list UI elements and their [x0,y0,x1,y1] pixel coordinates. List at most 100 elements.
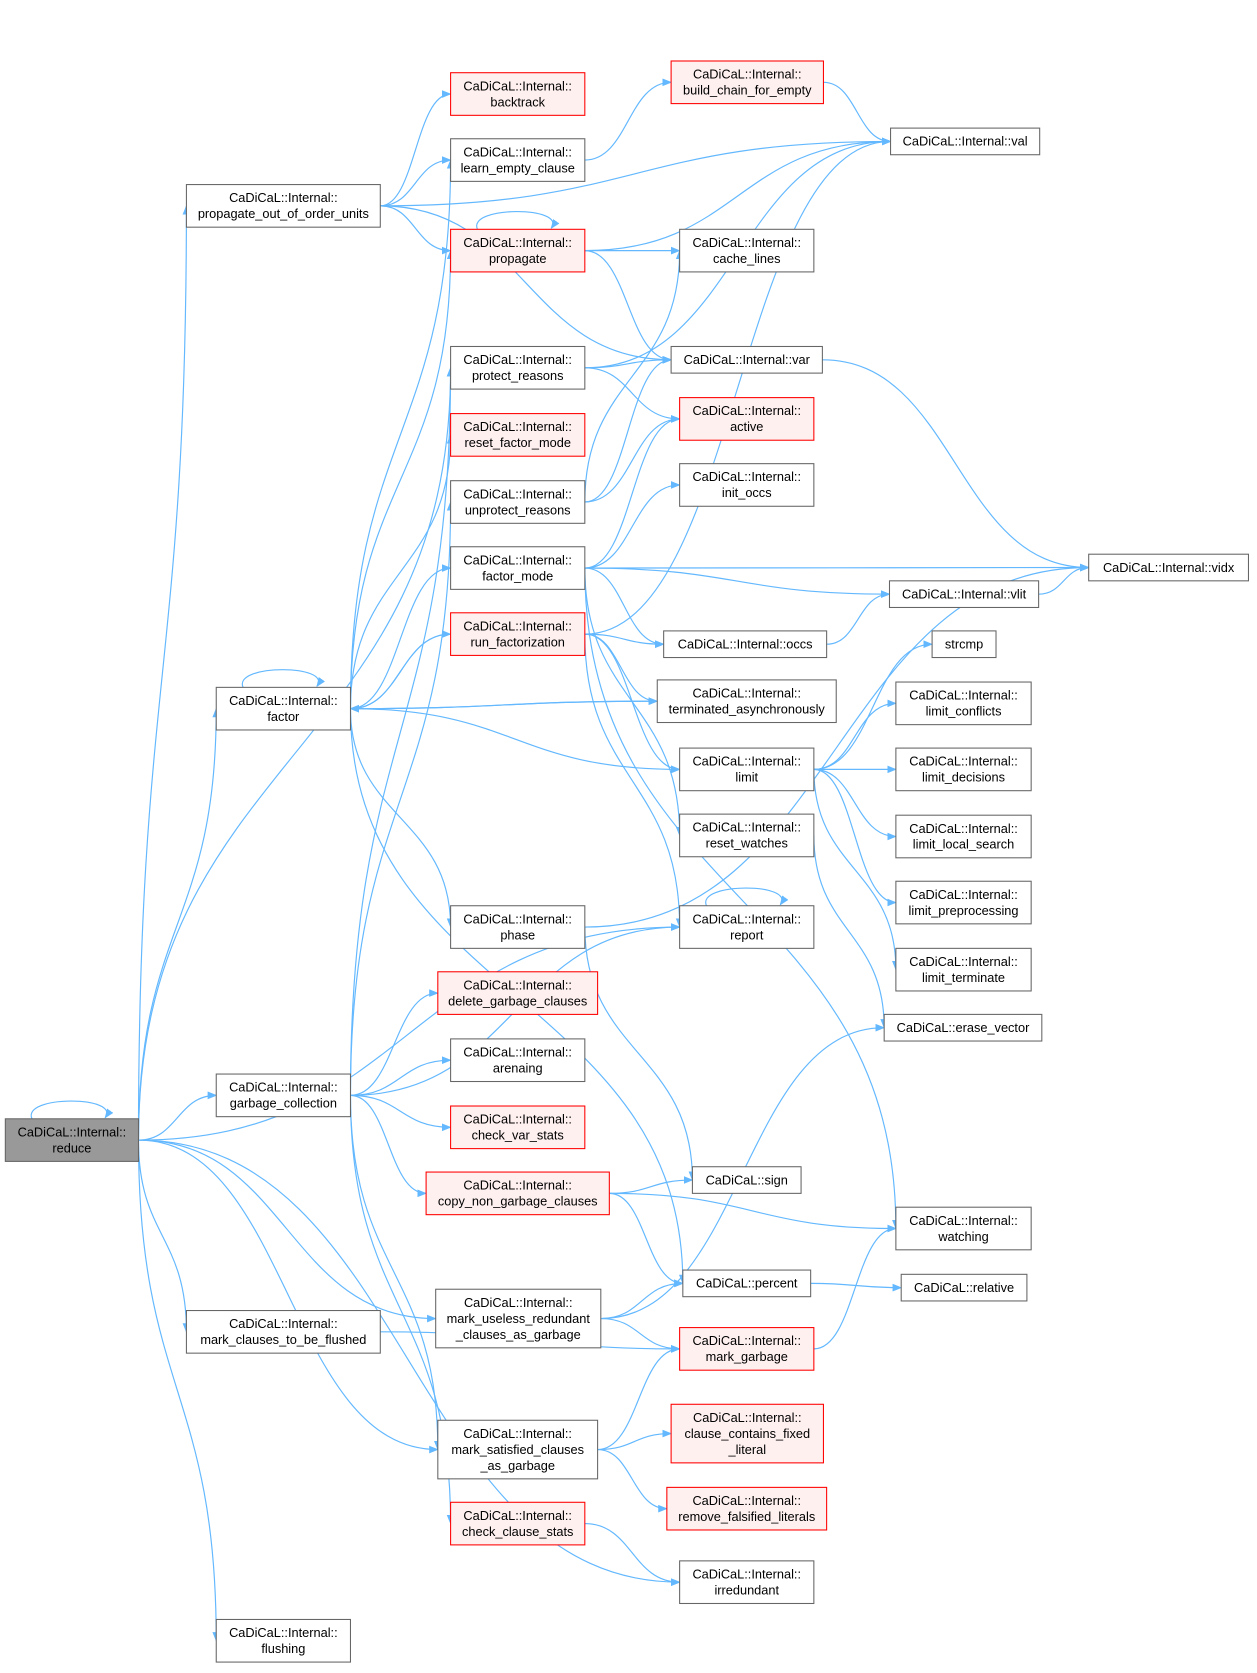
node-box [670,1403,824,1464]
edge-limit-to-limconf [813,699,897,770]
node-box [682,1269,812,1298]
edge-gc-to-unprotect [349,501,455,1096]
node-box [450,1501,586,1546]
node-init-occs[interactable]: CaDiCaL::Internal::init_occs [679,463,815,507]
node-box [450,905,586,949]
node-mark-useless-redundant-clauses-as-garbage[interactable]: CaDiCaL::Internal::mark_useless_redundan… [435,1288,602,1349]
node-box [691,1166,802,1194]
node-propagate-out-of-order-units[interactable]: CaDiCaL::Internal::propagate_out_of_orde… [185,184,381,228]
node-reset-factor-mode[interactable]: CaDiCaL::Internal::reset_factor_mode [450,413,586,457]
node-box [656,679,837,724]
node-backtrack[interactable]: CaDiCaL::Internal::backtrack [450,72,586,116]
node-unprotect-reasons[interactable]: CaDiCaL::Internal::unprotect_reasons [450,480,586,524]
node-box [679,463,815,507]
node-box [185,184,381,228]
node-limit-terminate[interactable]: CaDiCaL::Internal::limit_terminate [895,947,1032,992]
edge-limit-to-limls [813,768,897,841]
node-box [670,60,824,105]
edge-reduce-to-mctbf [137,1140,191,1333]
node-watching[interactable]: CaDiCaL::Internal::watching [895,1206,1032,1251]
edge-copyng-to-percent [609,1192,684,1288]
node-label: CaDiCaL::Internal::phase [463,911,572,942]
node-label-line: CaDiCaL::Internal:: [463,1044,572,1059]
node-active[interactable]: CaDiCaL::Internal::active [679,397,815,441]
node-clause-contains-fixed-literal[interactable]: CaDiCaL::Internal::clause_contains_fixed… [670,1403,824,1464]
node-label: CaDiCaL::Internal::reset_factor_mode [463,419,572,450]
node-label-line: CaDiCaL::Internal:: [463,1426,572,1441]
node-box [4,1118,140,1162]
node-remove-falsified-literals[interactable]: CaDiCaL::Internal::remove_falsified_lite… [666,1486,828,1531]
node-copy-non-garbage-clauses[interactable]: CaDiCaL::Internal::copy_non_garbage_clau… [425,1171,610,1216]
node-learn-empty-clause[interactable]: CaDiCaL::Internal::learn_empty_clause [450,138,586,182]
edge-gc-to-msc [349,1095,442,1451]
node-sign[interactable]: CaDiCaL::sign [691,1166,802,1194]
node-protect-reasons[interactable]: CaDiCaL::Internal::protect_reasons [450,345,586,390]
node-label-line: limit_conflicts [926,704,1002,719]
node-strcmp[interactable]: strcmp [931,630,997,659]
node-label-line: CaDiCaL::Internal:: [463,977,572,992]
node-terminated-asynchronously[interactable]: CaDiCaL::Internal::terminated_asynchrono… [656,679,837,724]
node-limit-local-search[interactable]: CaDiCaL::Internal::limit_local_search [895,814,1032,859]
node-label: CaDiCaL::Internal::delete_garbage_clause… [448,977,587,1008]
node-reset-watches[interactable]: CaDiCaL::Internal::reset_watches [679,813,815,858]
node-label-line: reset_watches [706,836,788,851]
node-label-line: CaDiCaL::Internal:: [463,419,572,434]
node-label-line: run_factorization [471,634,565,649]
node-run-factorization[interactable]: CaDiCaL::Internal::run_factorization [450,612,586,656]
node-vidx[interactable]: CaDiCaL::Internal::vidx [1088,553,1250,582]
node-label-line: CaDiCaL::erase_vector [897,1020,1030,1035]
edge-phase-to-sign [584,927,697,1182]
node-label-line: CaDiCaL::Internal:: [692,1493,801,1508]
node-check-var-stats[interactable]: CaDiCaL::Internal::check_var_stats [450,1105,586,1150]
node-limit-conflicts[interactable]: CaDiCaL::Internal::limit_conflicts [895,681,1032,726]
node-label-line: CaDiCaL::Internal:: [229,1316,338,1331]
node-label: CaDiCaL::Internal::mark_garbage [692,1333,801,1364]
node-box [450,1105,586,1150]
node-label-line: reduce [52,1140,91,1155]
node-var[interactable]: CaDiCaL::Internal::var [670,345,823,374]
node-label: CaDiCaL::Internal::terminated_asynchrono… [669,685,826,716]
node-mark-clauses-to-be-flushed[interactable]: CaDiCaL::Internal::mark_clauses_to_be_fl… [185,1310,381,1354]
node-box [670,345,823,374]
node-factor-mode[interactable]: CaDiCaL::Internal::factor_mode [450,546,586,590]
node-box [895,747,1032,792]
node-occs[interactable]: CaDiCaL::Internal::occs [663,630,828,659]
node-irredundant[interactable]: CaDiCaL::Internal::irredundant [679,1560,815,1605]
node-label: CaDiCaL::Internal::run_factorization [463,618,572,649]
node-box [679,397,815,441]
node-delete-garbage-clauses[interactable]: CaDiCaL::Internal::delete_garbage_clause… [437,971,599,1015]
node-box [895,1206,1032,1251]
node-report[interactable]: CaDiCaL::Internal::report [679,905,815,949]
node-arenaing[interactable]: CaDiCaL::Internal::arenaing [450,1038,586,1083]
node-phase[interactable]: CaDiCaL::Internal::phase [450,905,586,949]
edge-factormode-to-vlit [584,567,891,598]
edge-unprotect-to-var [584,355,673,503]
node-vlit[interactable]: CaDiCaL::Internal::vlit [888,580,1040,609]
node-cache-lines[interactable]: CaDiCaL::Internal::cache_lines [679,228,815,273]
node-propagate[interactable]: CaDiCaL::Internal::propagate [450,228,586,273]
node-limit-preprocessing[interactable]: CaDiCaL::Internal::limit_preprocessing [895,880,1032,925]
node-label-line: strcmp [945,636,983,651]
edge-reduce-to-irred [138,1139,681,1586]
node-label: CaDiCaL::Internal::backtrack [463,78,572,109]
node-mark-garbage[interactable]: CaDiCaL::Internal::mark_garbage [679,1327,815,1371]
node-factor[interactable]: CaDiCaL::Internal::factor [215,686,352,731]
node-val[interactable]: CaDiCaL::Internal::val [890,127,1041,156]
node-percent[interactable]: CaDiCaL::percent [682,1269,812,1298]
node-label-line: cache_lines [713,251,780,266]
edge-report-to-report [705,887,789,906]
node-limit[interactable]: CaDiCaL::Internal::limit [679,747,815,792]
edge-reduce-to-factor [137,707,221,1141]
node-build-chain-for-empty[interactable]: CaDiCaL::Internal::build_chain_for_empty [670,60,824,105]
node-label-line: CaDiCaL::Internal:: [463,1178,572,1193]
node-reduce[interactable]: CaDiCaL::Internal::reduce [4,1118,140,1162]
node-mark-satisfied-clauses-as-garbage[interactable]: CaDiCaL::Internal::mark_satisfied_clause… [437,1419,599,1480]
node-label-line: CaDiCaL::Internal:: [693,1410,802,1425]
nodes-layer: CaDiCaL::Internal::reduceCaDiCaL::Intern… [4,60,1250,1663]
node-garbage-collection[interactable]: CaDiCaL::Internal::garbage_collection [215,1073,352,1118]
node-flushing[interactable]: CaDiCaL::Internal::flushing [215,1618,352,1663]
node-limit-decisions[interactable]: CaDiCaL::Internal::limit_decisions [895,747,1032,792]
node-relative[interactable]: CaDiCaL::relative [900,1273,1028,1302]
node-check-clause-stats[interactable]: CaDiCaL::Internal::check_clause_stats [450,1501,586,1546]
node-erase-vector[interactable]: CaDiCaL::erase_vector [883,1013,1043,1042]
